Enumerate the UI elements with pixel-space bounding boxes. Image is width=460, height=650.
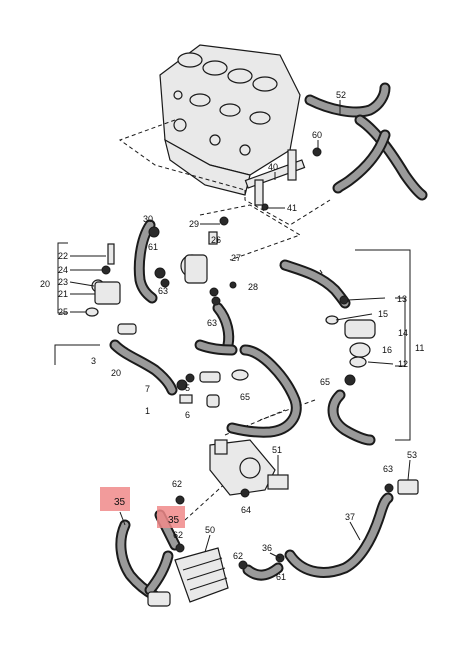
label-22: 22 [58, 251, 68, 261]
label-62-right: 62 [233, 551, 243, 561]
label-60: 60 [312, 130, 322, 140]
label-51: 51 [272, 445, 282, 455]
label-35-left: 35 [114, 497, 126, 508]
label-63-right: 63 [383, 464, 393, 474]
label-5: 5 [185, 383, 190, 393]
label-61-upper: 61 [148, 242, 158, 252]
label-65-right: 65 [320, 377, 330, 387]
label-64: 64 [241, 505, 251, 515]
label-61-lower: 61 [276, 572, 286, 582]
label-21: 21 [58, 289, 68, 299]
label-3: 3 [91, 356, 96, 366]
callout-labels: 1 3 5 6 7 11 12 13 14 15 16 20 20 21 22 … [40, 90, 424, 582]
label-62-upper: 62 [172, 479, 182, 489]
label-63-center: 63 [207, 318, 217, 328]
label-12: 12 [398, 359, 408, 369]
label-29: 29 [189, 219, 199, 229]
hoses [109, 82, 428, 602]
label-37: 37 [345, 512, 355, 522]
label-28: 28 [248, 282, 258, 292]
label-30: 30 [143, 214, 153, 224]
highlight-box-35-center [157, 506, 185, 528]
label-20-hose: 20 [111, 368, 121, 378]
group-brackets [54, 242, 411, 441]
engine-block [159, 44, 301, 196]
label-36: 36 [262, 543, 272, 553]
label-41: 41 [287, 203, 297, 213]
label-1: 1 [145, 406, 150, 416]
label-20-left: 20 [40, 279, 50, 289]
label-14: 14 [398, 328, 408, 338]
label-35-center: 35 [168, 515, 180, 526]
label-25: 25 [58, 307, 68, 317]
label-63-left: 63 [158, 286, 168, 296]
label-24: 24 [58, 265, 68, 275]
label-16: 16 [382, 345, 392, 355]
label-52: 52 [336, 90, 346, 100]
label-53: 53 [407, 450, 417, 460]
parts [85, 147, 419, 607]
label-23: 23 [58, 277, 68, 287]
label-27: 27 [231, 253, 241, 263]
label-7: 7 [145, 384, 150, 394]
highlight-box-35-left [100, 487, 130, 511]
label-50: 50 [205, 525, 215, 535]
label-26: 26 [211, 235, 221, 245]
label-40: 40 [268, 162, 278, 172]
label-62-lower: 62 [173, 530, 183, 540]
label-65-center: 65 [240, 392, 250, 402]
label-13: 13 [397, 294, 407, 304]
label-15: 15 [378, 309, 388, 319]
label-11: 11 [415, 343, 424, 353]
label-leaders [69, 100, 411, 559]
label-6: 6 [185, 410, 190, 420]
